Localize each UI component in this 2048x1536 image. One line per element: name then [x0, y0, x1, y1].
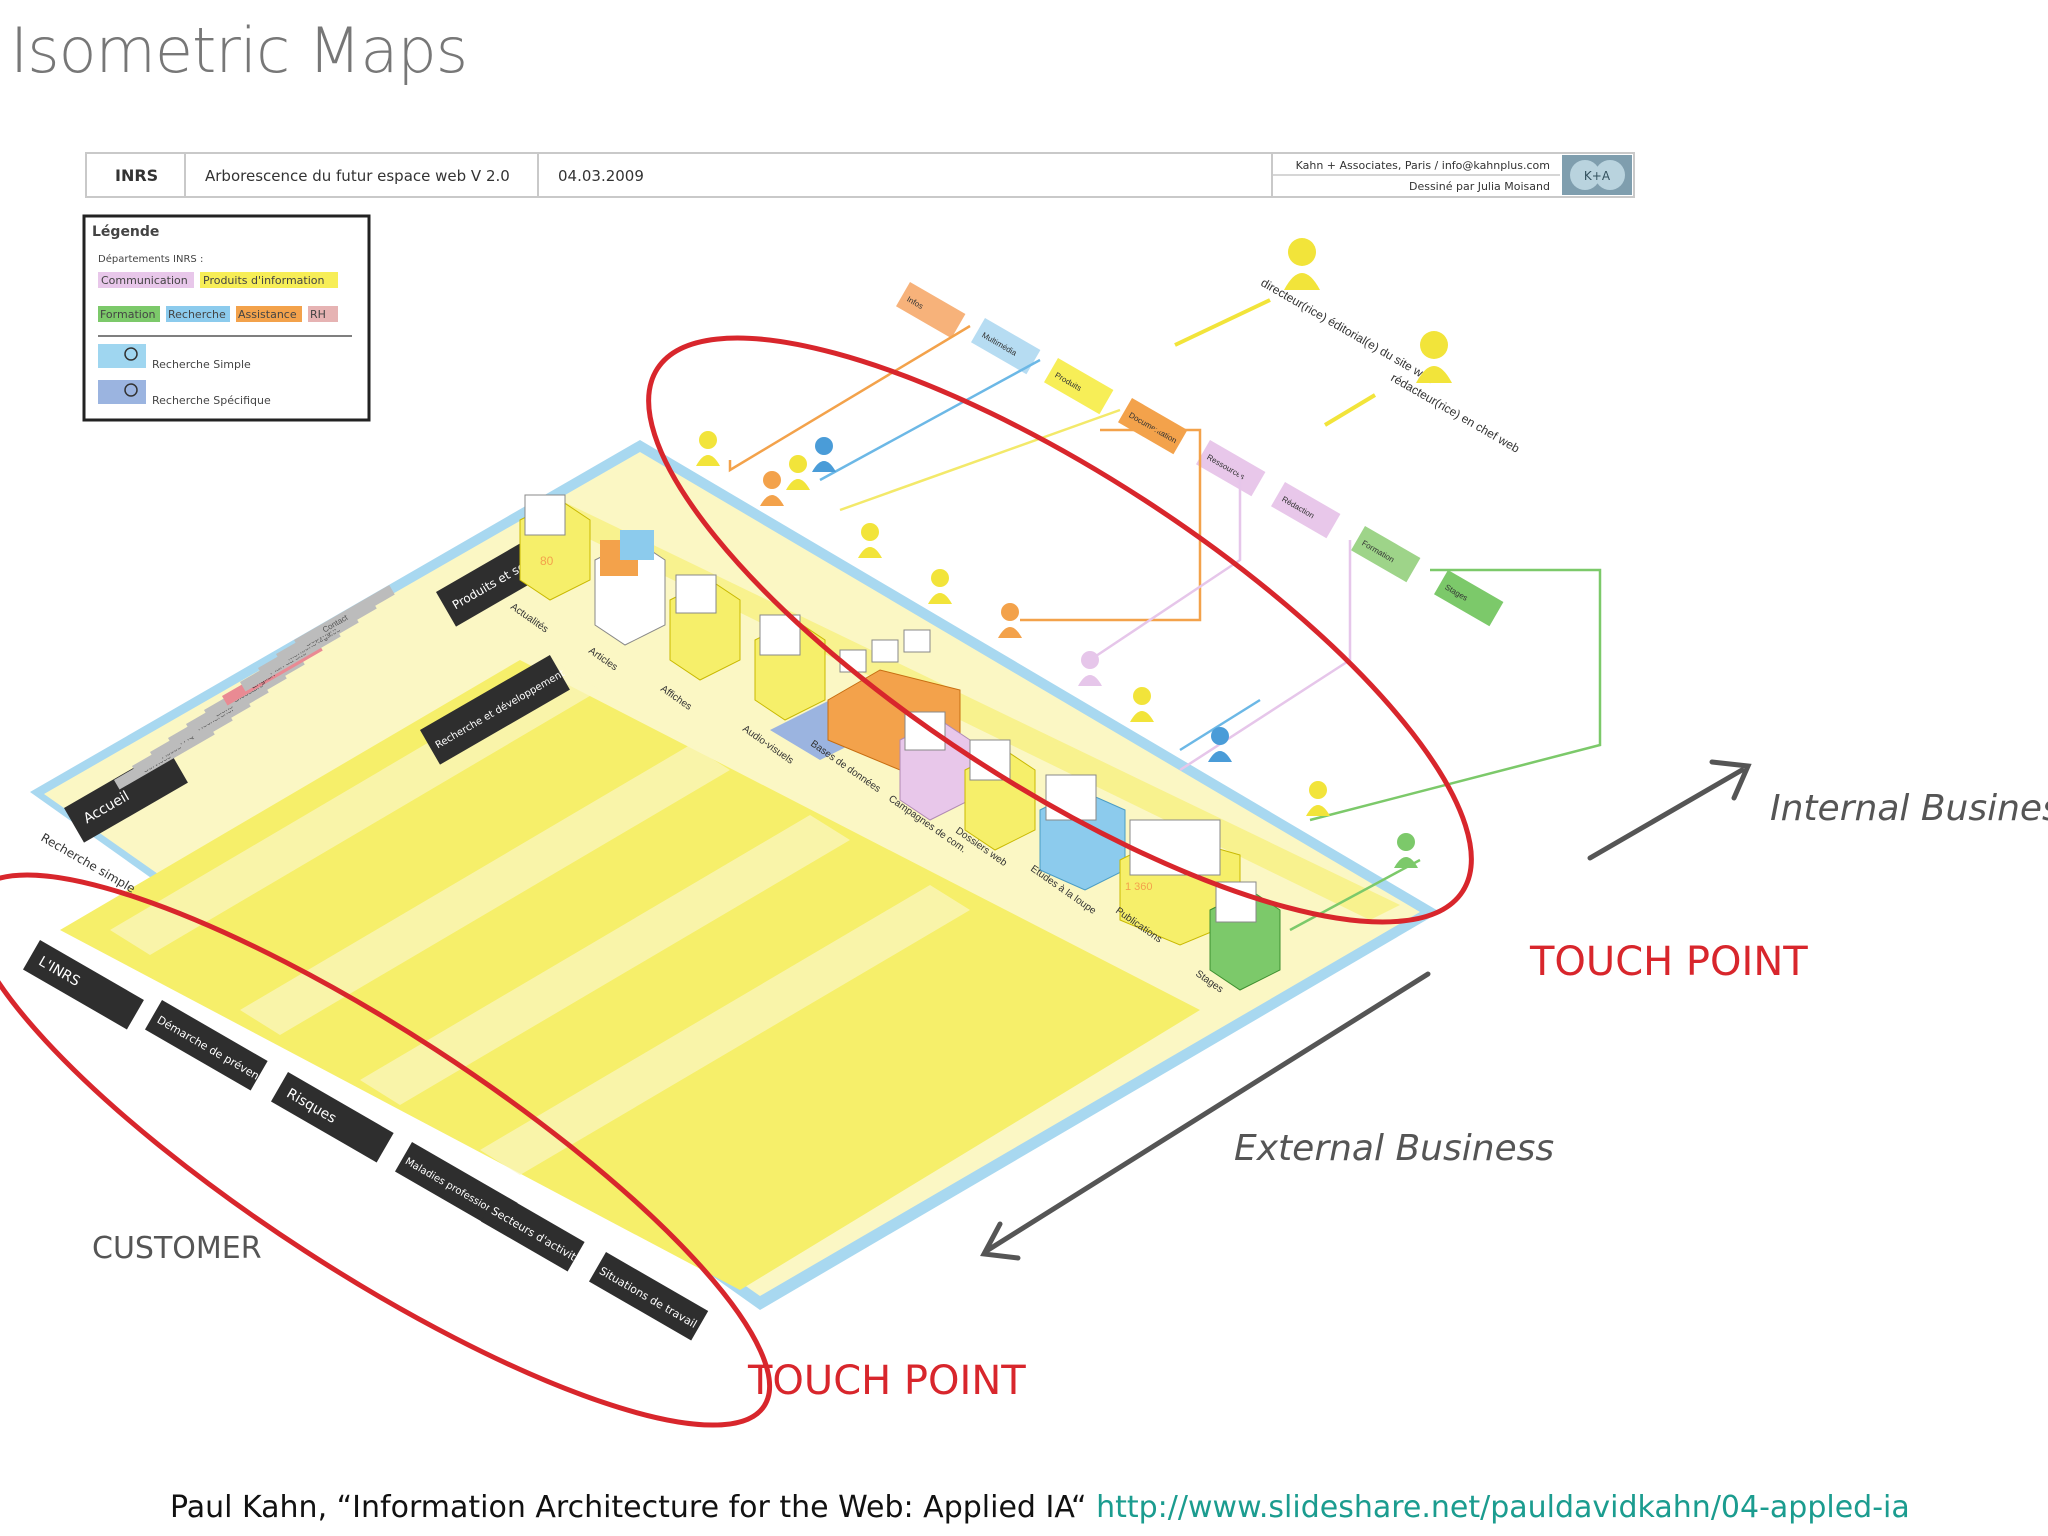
external-business-label: External Business: [1234, 1128, 1554, 1169]
caption: Paul Kahn, “Information Architecture for…: [170, 1490, 1910, 1525]
role-card: Multimédia: [971, 318, 1041, 375]
legend-dept-rh: RH: [310, 308, 326, 321]
agency-logo: K+A: [1562, 155, 1632, 195]
search-icon: [124, 383, 138, 397]
customer-label: CUSTOMER: [92, 1231, 262, 1266]
box-count: 80: [540, 554, 554, 568]
person-icon: [786, 455, 810, 490]
header-drawn-by: Dessiné par Julia Moisand: [1409, 180, 1550, 193]
utility-tabs: Services Accès FAQ Rechercher Liens Glos…: [114, 585, 395, 790]
header-agency: Kahn + Associates, Paris / info@kahnplus…: [1296, 159, 1550, 172]
role-persons: directeur(rice) éditorial(e) du site web…: [1259, 238, 1523, 456]
department-connectors: [728, 324, 1602, 932]
front-tab-situations[interactable]: Situations de travail: [589, 1252, 709, 1341]
legend-dept-formation: Formation: [100, 308, 156, 321]
person-icon: [1130, 687, 1154, 722]
header-org: INRS: [115, 166, 158, 185]
role-card: Rédaction: [1271, 482, 1341, 539]
legend-dept-produits: Produits d'information: [203, 274, 325, 287]
person-icon: [1078, 651, 1102, 686]
logo-text: K+A: [1584, 169, 1611, 183]
arrow-down-left-icon: [985, 971, 1431, 1253]
touch-point-label-top: TOUCH POINT: [1529, 939, 1808, 985]
legend: Légende Départements INRS : Communicatio…: [82, 214, 371, 422]
legend-title: Légende: [92, 224, 159, 240]
header-date: 04.03.2009: [558, 167, 644, 185]
touch-point-ellipses: [0, 335, 1474, 1428]
touch-point-ellipse-internal: [646, 335, 1474, 925]
person-icon: [812, 437, 836, 472]
role-arrows: [1174, 298, 1377, 427]
person-icon: [696, 431, 720, 466]
role-editor: rédacteur(rice) en chef web: [1389, 370, 1523, 455]
internal-business-label: Internal Business: [1770, 788, 2048, 829]
role-director: directeur(rice) éditorial(e) du site web: [1259, 275, 1438, 386]
legend-dept-assistance: Assistance: [238, 308, 297, 321]
legend-subtitle: Départements INRS :: [98, 253, 203, 265]
legend-dept-recherche: Recherche: [168, 308, 226, 321]
front-tab-secteurs[interactable]: Secteurs d'activité: [480, 1192, 590, 1275]
box-count: 1 360: [1125, 881, 1153, 893]
department-persons: [696, 431, 1418, 868]
role-card: Formation: [1351, 526, 1421, 583]
caption-link[interactable]: http://www.slideshare.net/pauldavidkahn/…: [1096, 1490, 1910, 1525]
annotations: TOUCH POINT TOUCH POINT Internal Busines…: [92, 788, 2048, 1404]
caption-text: Paul Kahn, “Information Architecture for…: [170, 1490, 1087, 1525]
search-icon: [124, 347, 138, 361]
role-card: Infos: [896, 282, 966, 339]
header-subject: Arborescence du futur espace web V 2.0: [205, 167, 510, 185]
person-icon: [1306, 781, 1330, 816]
person-icon: [928, 569, 952, 604]
person-icon: [1416, 331, 1452, 383]
person-icon: [1208, 727, 1232, 762]
content-boxes: 80 Actualités Articles Affiches Audio-vi…: [508, 494, 1281, 995]
role-card: Ressources: [1196, 440, 1266, 497]
business-arrows: [980, 759, 1752, 1261]
person-icon: [760, 471, 784, 506]
diagram-header: INRS Arborescence du futur espace web V …: [85, 152, 1635, 198]
person-icon: [858, 523, 882, 558]
person-icon: [1394, 833, 1418, 868]
role-card: Produits: [1044, 358, 1114, 415]
person-icon: [998, 603, 1022, 638]
person-icon: [1284, 238, 1320, 290]
touch-point-ellipse-customer: [0, 872, 773, 1428]
arrow-up-right-icon: [1587, 767, 1745, 861]
role-cards: Infos Multimédia Produits Documentation …: [896, 282, 1504, 627]
role-card: Stages: [1434, 570, 1504, 627]
isometric-platform: [30, 440, 1440, 1310]
role-card: Documentation: [1118, 398, 1188, 455]
touch-point-label-bottom: TOUCH POINT: [747, 1358, 1026, 1404]
legend-search-specific: Recherche Spécifique: [152, 394, 271, 407]
legend-dept-communication: Communication: [101, 274, 188, 287]
legend-search-simple: Recherche Simple: [152, 358, 251, 371]
slide-title: Isometric Maps: [10, 14, 468, 87]
